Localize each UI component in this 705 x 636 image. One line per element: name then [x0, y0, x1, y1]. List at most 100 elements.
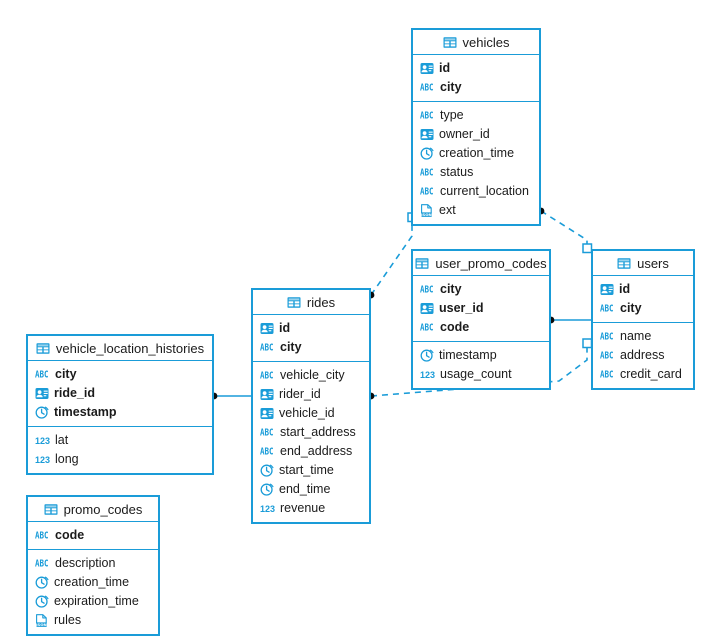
abc-text-icon: ABC — [420, 81, 434, 94]
column-row-vehicle_city[interactable]: ABC vehicle_city — [253, 366, 369, 385]
column-row-expiration_time[interactable]: expiration_time — [28, 592, 158, 611]
id-badge-icon — [35, 387, 49, 400]
field-name-label: start_address — [280, 425, 356, 440]
field-name-label: creation_time — [439, 146, 515, 161]
primary-key-row-id[interactable]: id — [413, 59, 539, 78]
field-name-label: city — [440, 80, 462, 95]
primary-key-row-id[interactable]: id — [253, 319, 369, 338]
primary-key-row-code[interactable]: ABC code — [28, 526, 158, 545]
primary-key-row-user_id[interactable]: user_id — [413, 299, 549, 318]
clock-icon — [35, 406, 49, 419]
primary-key-row-timestamp[interactable]: timestamp — [28, 403, 212, 422]
primary-key-row-city[interactable]: ABC city — [413, 78, 539, 97]
svg-text:JSON: JSON — [35, 622, 47, 627]
id-badge-icon — [260, 407, 274, 420]
abc-text-icon: ABC — [420, 109, 434, 122]
field-name-label: rules — [54, 613, 82, 628]
abc-text-icon: ABC — [600, 368, 614, 381]
column-row-end_time[interactable]: end_time — [253, 480, 369, 499]
123-number-icon: 123 — [260, 504, 276, 514]
field-name-label: end_time — [279, 482, 331, 497]
field-name-label: code — [55, 528, 85, 543]
table-name-label: rides — [306, 294, 336, 310]
table-header-vehicle_location_histories[interactable]: vehicle_location_histories — [28, 336, 212, 361]
table-header-users[interactable]: users — [593, 251, 693, 276]
primary-key-row-ride_id[interactable]: ride_id — [28, 384, 212, 403]
table-header-promo_codes[interactable]: promo_codes — [28, 497, 158, 522]
column-row-start_time[interactable]: start_time — [253, 461, 369, 480]
field-name-label: owner_id — [439, 127, 490, 142]
field-name-label: creation_time — [54, 575, 130, 590]
field-name-label: lat — [55, 433, 69, 448]
relationship-vehicle_location_histories-rides[interactable] — [210, 392, 251, 400]
column-row-rider_id[interactable]: rider_id — [253, 385, 369, 404]
abc-text-icon: ABC — [600, 349, 614, 362]
123-number-icon: 123 — [420, 370, 436, 380]
relationship-square-marker — [582, 243, 593, 254]
table-grid-icon — [617, 257, 631, 270]
abc-text-icon: ABC — [35, 529, 49, 542]
field-name-label: vehicle_city — [280, 368, 345, 383]
column-row-lat[interactable]: 123 lat — [28, 431, 212, 450]
table-header-vehicles[interactable]: vehicles — [413, 30, 539, 55]
column-row-rules[interactable]: JSON rules — [28, 611, 158, 630]
abc-text-icon: ABC — [600, 330, 614, 343]
column-row-vehicle_id[interactable]: vehicle_id — [253, 404, 369, 423]
table-header-user_promo_codes[interactable]: user_promo_codes — [413, 251, 549, 276]
abc-text-icon: ABC — [260, 369, 274, 382]
table-grid-icon — [443, 36, 457, 49]
primary-key-section: ABC code — [28, 522, 158, 550]
json-document-icon: JSON — [420, 204, 434, 217]
table-header-rides[interactable]: rides — [253, 290, 369, 315]
primary-key-row-id[interactable]: id — [593, 280, 693, 299]
id-badge-icon — [420, 62, 434, 75]
relationship-rides-vehicles[interactable] — [367, 212, 418, 299]
column-row-creation_time[interactable]: creation_time — [28, 573, 158, 592]
123-number-icon: 123 — [35, 436, 51, 446]
relationship-vehicles-users[interactable] — [537, 207, 593, 254]
abc-text-icon: ABC — [35, 557, 49, 570]
column-row-creation_time[interactable]: creation_time — [413, 144, 539, 163]
column-row-owner_id[interactable]: owner_id — [413, 125, 539, 144]
field-name-label: name — [620, 329, 652, 344]
field-name-label: id — [439, 61, 451, 76]
abc-text-icon: ABC — [420, 321, 434, 334]
relationship-user_promo_codes-users[interactable] — [547, 316, 591, 324]
id-badge-icon — [420, 128, 434, 141]
json-document-icon: JSON — [35, 614, 49, 627]
table-grid-icon — [287, 296, 301, 309]
abc-text-icon: ABC — [35, 368, 49, 381]
column-row-timestamp[interactable]: timestamp — [413, 346, 549, 365]
column-row-name[interactable]: ABC name — [593, 327, 693, 346]
